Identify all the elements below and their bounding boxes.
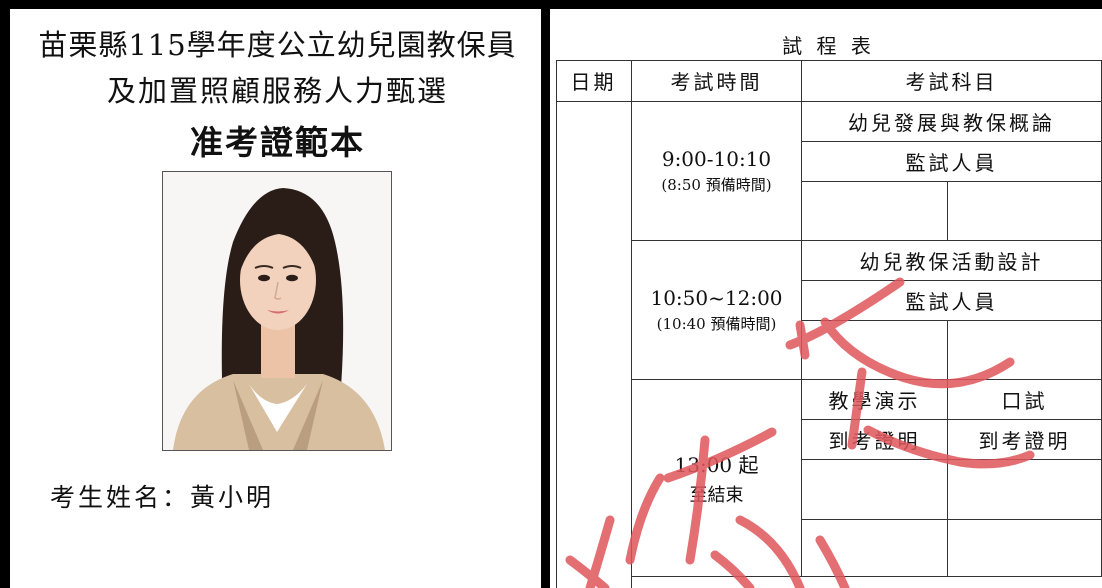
session1-prep: (8:50 預備時間) [661,176,772,194]
session1-sign-a [802,182,948,241]
schedule-title: 試 程 表 [782,34,875,58]
session3-sign-c [802,520,948,577]
center-divider [541,0,550,588]
session3-admit-a: 到考證明 [802,420,948,460]
session3-time: 13:00 起 [674,453,759,477]
session1-time-cell: 9:00-10:10 (8:50 預備時間) [632,102,802,241]
session3-sign-b [948,460,1102,520]
portrait-illustration [163,172,391,450]
session1-sign-b [948,182,1102,241]
session3-end: 至結束 [689,485,744,506]
candidate-name-label: 考生姓名：黃小明 [50,483,275,512]
session2-sign-a [802,321,948,380]
session2-sign-b [948,321,1102,380]
header-time: 考試時間 [632,60,802,102]
session2-prep: (10:40 預備時間) [656,315,777,333]
date-cell [556,102,632,588]
candidate-photo [162,171,392,451]
session1-subject: 幼兒發展與教保概論 [802,102,1102,142]
session1-time: 9:00-10:10 [661,147,772,171]
session3-subject-b: 口試 [948,380,1102,420]
session2-time-cell: 10:50~12:00 (10:40 預備時間) [632,241,802,380]
card-title-line2: 及加置照顧服務人力甄選 [106,74,448,108]
session3-sign-a [802,460,948,520]
session3-time-cell: 13:00 起 至結束 [632,380,802,577]
session2-time: 10:50~12:00 [650,286,783,310]
session2-proctor: 監試人員 [802,281,1102,321]
card-title-sample: 准考證範本 [190,123,365,162]
header-date: 日期 [556,60,632,102]
session3-subject-a: 教學演示 [802,380,948,420]
session1-proctor: 監試人員 [802,142,1102,182]
header-subject: 考試科目 [802,60,1102,102]
card-title-line1: 苗栗縣115學年度公立幼兒園教保員 [38,28,517,62]
session2-subject: 幼兒教保活動設計 [802,241,1102,281]
session3-sign-d [948,520,1102,577]
session3-admit-b: 到考證明 [948,420,1102,460]
